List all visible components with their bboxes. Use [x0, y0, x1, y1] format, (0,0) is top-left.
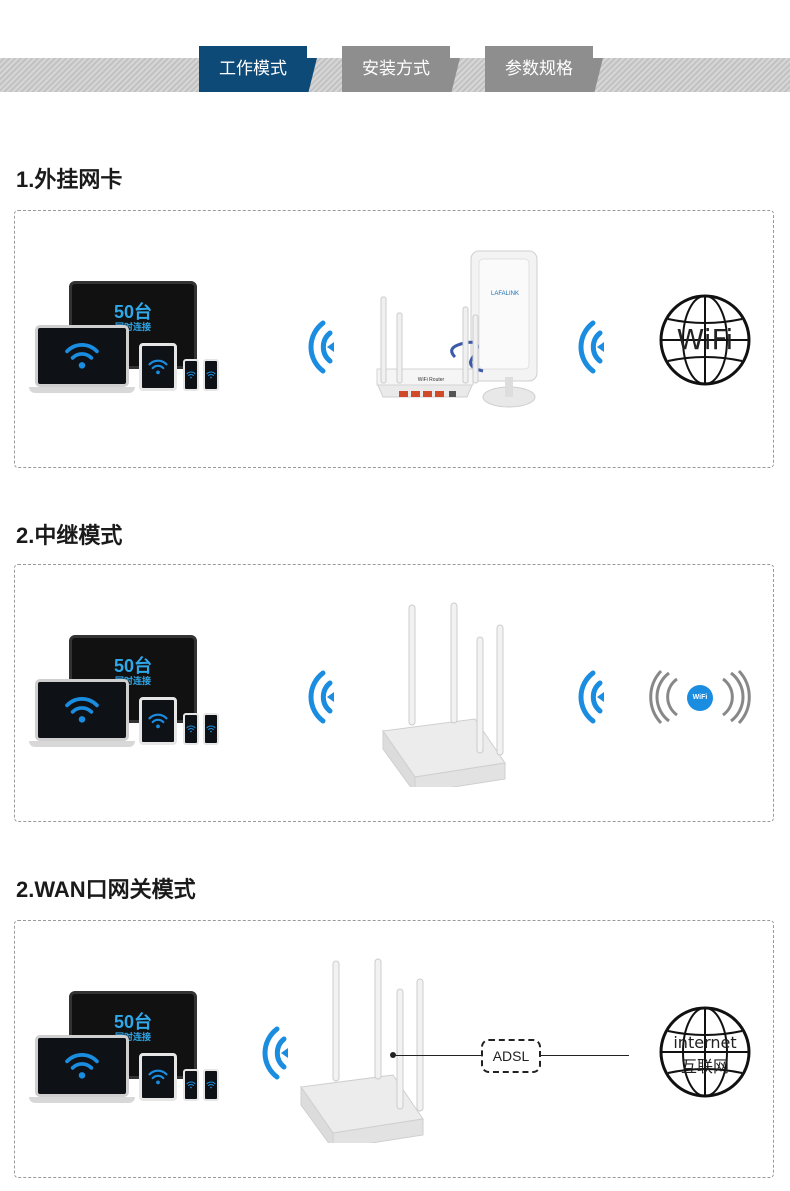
devices-group: 50台 同时连接: [29, 281, 225, 401]
tab-install[interactable]: 安装方式: [342, 46, 460, 92]
panel-wan-gateway: 50台 同时连接 ADSL internet 互联网: [14, 920, 774, 1178]
tablet: [139, 697, 177, 745]
wifi-icon: [206, 1081, 216, 1089]
tab-specs[interactable]: 参数规格: [485, 46, 603, 92]
signal-icon: [297, 319, 337, 375]
laptop: [35, 679, 129, 741]
laptop: [35, 325, 129, 387]
wifi-icon: [147, 713, 169, 729]
screen-caption: 同时连接: [114, 322, 151, 332]
tab-label: 安装方式: [362, 59, 430, 78]
wifi-icon: [186, 725, 196, 733]
tab-work-mode[interactable]: 工作模式: [199, 46, 317, 92]
wifi-broadcast: WiFi: [647, 669, 753, 725]
devices-group: 50台 同时连接: [29, 635, 225, 755]
wifi-badge: WiFi: [687, 685, 713, 711]
wifi-icon: [147, 1069, 169, 1085]
laptop: [35, 1035, 129, 1097]
phone: [183, 713, 199, 745]
phone: [183, 1069, 199, 1101]
wifi-icon: [63, 342, 101, 370]
tab-label: 工作模式: [219, 59, 287, 78]
panel-repeater: 50台 同时连接 WiFi: [14, 564, 774, 822]
signal-icon: [251, 1025, 291, 1081]
tablet: [139, 1053, 177, 1101]
screen-count: 50台: [113, 656, 153, 676]
panel-external-adapter: 50台 同时连接 LAFALINK WiFi Router WiFi: [14, 210, 774, 468]
signal-icon: [567, 669, 607, 725]
signal-icon: [567, 319, 607, 375]
wifi-icon: [206, 371, 216, 379]
connection-dot: [390, 1052, 396, 1058]
screen-caption: 同时连接: [114, 676, 151, 686]
section-title: 2.中继模式: [16, 523, 123, 548]
antenna-brand: LAFALINK: [491, 291, 519, 297]
phone: [203, 1069, 219, 1101]
screen-count: 50台: [113, 1012, 153, 1032]
wifi-icon: [206, 725, 216, 733]
router: [300, 958, 424, 1143]
devices-group: 50台 同时连接: [29, 991, 225, 1111]
phone: [203, 359, 219, 391]
wifi-icon: [186, 1081, 196, 1089]
wifi-globe: WiFi: [658, 293, 752, 387]
wifi-icon: [147, 359, 169, 375]
adsl-box: ADSL: [481, 1039, 541, 1073]
screen-count: 50台: [113, 302, 153, 322]
section-title: 1.外挂网卡: [16, 167, 123, 192]
globe-icon: [658, 1005, 752, 1099]
signal-icon: [297, 669, 337, 725]
tablet: [139, 343, 177, 391]
laptop-base: [29, 387, 135, 393]
connection-line: [395, 1055, 483, 1056]
section-title: 2.WAN口网关模式: [16, 877, 196, 902]
globe-internet-cn-label: 互联网: [680, 1057, 729, 1076]
connection-line: [541, 1055, 629, 1056]
phone: [183, 359, 199, 391]
router: [382, 602, 506, 787]
wifi-icon: [63, 696, 101, 724]
router-with-panel-antenna: LAFALINK WiFi Router: [376, 250, 538, 408]
globe-wifi-label: WiFi: [676, 323, 734, 356]
phone: [203, 713, 219, 745]
wifi-icon: [63, 1052, 101, 1080]
laptop-base: [29, 741, 135, 747]
wifi-waves-icon: [649, 669, 751, 725]
router-label: WiFi Router: [418, 377, 445, 383]
screen-caption: 同时连接: [114, 1032, 151, 1042]
wifi-icon: [186, 371, 196, 379]
tab-label: 参数规格: [505, 59, 573, 78]
globe-internet-label: internet: [673, 1033, 737, 1052]
laptop-base: [29, 1097, 135, 1103]
internet-globe: internet 互联网: [658, 1005, 752, 1099]
